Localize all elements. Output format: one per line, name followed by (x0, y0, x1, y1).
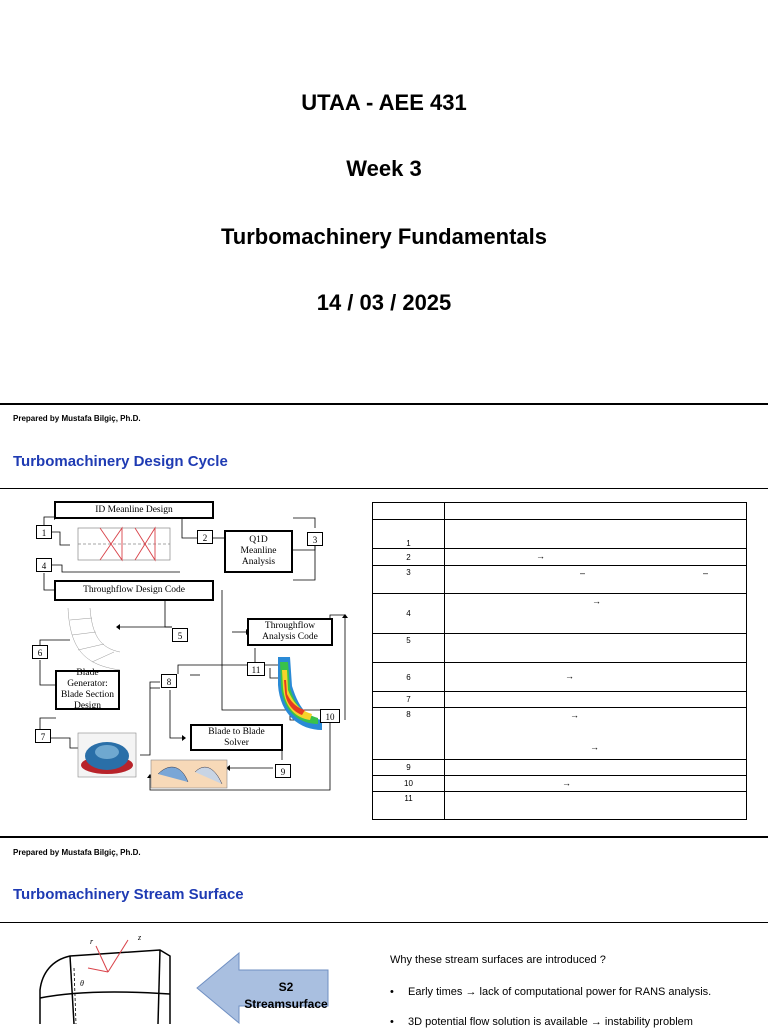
s2-streamsurface-arrow (196, 952, 329, 1024)
throughflow-line2: Analysis Code (262, 632, 318, 642)
blade-to-blade-box: Blade to Blade Solver (190, 724, 283, 751)
b2b-line2: Solver (224, 737, 249, 748)
table-row: 10→ (372, 775, 747, 792)
arrow-symbol: → (570, 710, 579, 720)
design-cycle-table: 1 2→ 3–– 4→ 5 6→ 7 8→→ 9 10→ 11 (372, 502, 747, 820)
q1d-line1: Q1D (249, 535, 268, 545)
table-row: 8→→ (372, 707, 747, 760)
step-box-6: 6 (32, 645, 48, 659)
s2-label-line1: S2 (278, 980, 294, 994)
blade-gen-line1: Blade Generator: (67, 668, 108, 689)
q1d-meanline-box: Q1D Meanline Analysis (224, 530, 293, 573)
arrow-symbol: → (592, 596, 601, 606)
table-row: 1 (372, 519, 747, 549)
throughflow-line1: Throughflow (264, 621, 316, 631)
blade-passage-sketch: r z θ (39, 933, 171, 1024)
topic-title: Turbomachinery Fundamentals (221, 224, 547, 249)
date-title: 14 / 03 / 2025 (316, 290, 452, 315)
table-row: 3–– (372, 565, 747, 594)
bullet-item: • Early times → lack of computational pow… (390, 986, 711, 998)
blade-generator-box: Blade Generator: Blade Section Design (55, 668, 120, 711)
prepared-by: Prepared by Mustafa Bilgiç, Ph.D. (13, 414, 141, 423)
slide-heading: Turbomachinery Design Cycle (13, 453, 228, 470)
step-box-4: 4 (36, 558, 52, 572)
step-box-5: 5 (172, 628, 188, 642)
table-row: 2→ (372, 548, 747, 566)
slide-separator (0, 403, 768, 405)
heading-divider (0, 488, 768, 489)
bullet-dot: • (390, 986, 394, 998)
stream-surface-question: Why these stream surfaces are introduced… (390, 954, 606, 966)
step-box-3: 3 (307, 532, 323, 546)
prepared-by: Prepared by Mustafa Bilgiç, Ph.D. (13, 848, 141, 857)
slide-separator (0, 836, 768, 838)
table-row: 7 (372, 691, 747, 708)
q1d-line3: Analysis (241, 557, 276, 567)
week-title: Week 3 (346, 156, 422, 181)
bullet-item: • 3D potential flow solution is available… (390, 1016, 693, 1028)
arrow-symbol: → (536, 551, 545, 561)
step-box-1: 1 (36, 525, 52, 539)
step-box-9: 9 (275, 764, 291, 778)
dash-symbol: – (580, 568, 586, 578)
table-header-row (372, 502, 747, 520)
axis-label-z: z (137, 933, 142, 942)
step-box-2: 2 (197, 530, 213, 544)
table-row: 4→ (372, 593, 747, 634)
heading-divider (0, 922, 768, 923)
arrow-symbol: → (590, 742, 599, 752)
table-row: 6→ (372, 662, 747, 692)
table-row: 9 (372, 759, 747, 776)
s2-arrow-label: S2 Streamsurface (242, 979, 330, 1013)
s2-label-line2: Streamsurface (244, 997, 328, 1011)
bullet-text: Early times → lack of computational powe… (408, 986, 712, 998)
table-row: 5 (372, 633, 747, 663)
step-box-7: 7 (35, 729, 51, 743)
bullet-dot: • (390, 1016, 394, 1028)
axis-label-theta: θ (80, 979, 84, 988)
meanline-design-box: ID Meanline Design (54, 501, 214, 519)
q1d-line2: Meanline (240, 546, 277, 556)
arrow-symbol: → (565, 671, 574, 681)
axis-label-r: r (90, 937, 94, 946)
step-box-8: 8 (161, 674, 177, 688)
dash-symbol: – (703, 568, 709, 578)
blade-gen-line2: Blade Section (60, 690, 115, 700)
arrow-symbol: → (562, 778, 571, 788)
blade-gen-line3: Design (74, 701, 101, 711)
table-row: 11 (372, 791, 747, 820)
b2b-line1: Blade to Blade (208, 726, 265, 737)
course-title: UTAA - AEE 431 (301, 90, 467, 115)
bullet-text: 3D potential flow solution is available … (408, 1016, 693, 1028)
throughflow-analysis-box: Throughflow Analysis Code (247, 618, 333, 646)
slide-heading: Turbomachinery Stream Surface (13, 886, 244, 903)
throughflow-design-box: Throughflow Design Code (54, 580, 214, 601)
step-box-11: 11 (247, 662, 265, 676)
step-box-10: 10 (320, 709, 340, 723)
